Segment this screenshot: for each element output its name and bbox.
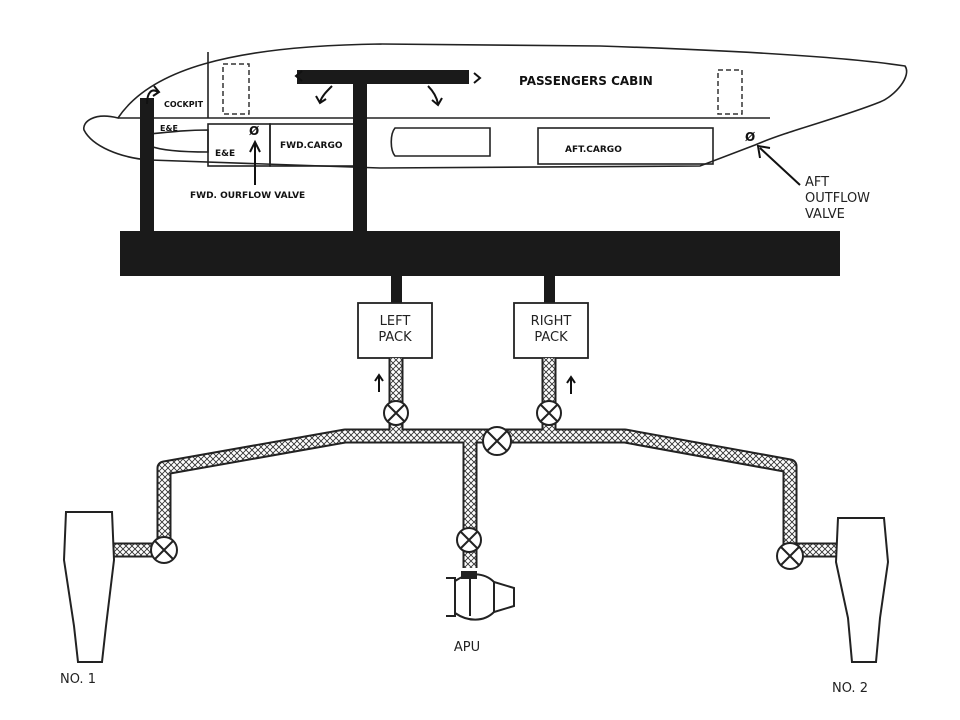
mid-wing-box: [390, 127, 491, 157]
fwd-outflow-arrowhead: [249, 139, 261, 153]
apu-icon: [446, 571, 515, 621]
aft-outflow-label-line-3: VALVE: [805, 207, 845, 222]
ee-upper-label: E&E: [160, 124, 178, 133]
left-pack: LEFT PACK: [357, 302, 433, 359]
aft-door: [717, 69, 743, 115]
right-pack-flow-arrow: [566, 375, 576, 394]
aft-outflow-label-line-2: OUTFLOW: [805, 191, 870, 206]
cabin-flow-arrow-left: [319, 85, 333, 103]
right-pack-valve-icon: [536, 400, 562, 426]
cabin-riser: [353, 84, 367, 232]
overhead-duct: [297, 70, 469, 84]
engine-2-valve-icon: [776, 542, 804, 570]
aft-outflow-valve-icon: Ø: [745, 130, 755, 144]
fwd-cargo-label: FWD.CARGO: [280, 141, 343, 151]
valves: [150, 400, 804, 570]
overhead-end-arrow-right: [473, 72, 482, 84]
ee-lower-label: E&E: [215, 149, 235, 159]
cockpit-riser: [140, 98, 154, 232]
right-pack-label-line-2: PACK: [534, 330, 568, 345]
engine-1-icon: [62, 511, 116, 663]
cockpit-flow-arrowhead: [152, 85, 161, 97]
aft-outflow-arrowhead: [756, 144, 771, 159]
cabin-flow-arrow-right: [427, 85, 439, 105]
engine-1-label: NO. 1: [60, 672, 96, 687]
isolation-valve-icon: [482, 426, 512, 456]
apu-label: APU: [454, 640, 480, 655]
pack-flow-arrows: [374, 373, 576, 394]
fuselage-outline: [83, 43, 908, 169]
fuselage: [83, 43, 908, 169]
fwd-outflow-valve-icon: Ø: [249, 124, 259, 138]
aft-cargo-box: [537, 127, 714, 165]
apu-valve-icon: [456, 527, 482, 553]
overhead-end-arrow-left: [294, 70, 303, 82]
forward-door: [222, 63, 250, 115]
cabin-flow-arrowhead-left: [315, 95, 327, 105]
right-pack-label-line-1: RIGHT: [531, 314, 572, 329]
left-pack-label-line-2: PACK: [378, 330, 412, 345]
cockpit-flow-arrow: [146, 89, 159, 105]
flow-arrows: [146, 70, 801, 186]
ee-bay-box: [207, 123, 271, 167]
aft-cargo-label: AFT.CARGO: [565, 145, 622, 155]
right-pack: RIGHT PACK: [513, 302, 589, 359]
cockpit-label: COCKPIT: [164, 100, 204, 109]
left-pack-valve-icon: [383, 400, 409, 426]
distribution-ducts: [120, 70, 840, 304]
left-pack-flow-arrow: [374, 373, 384, 392]
right-pack-feed: [544, 276, 555, 304]
aft-outflow-label-line-1: AFT: [805, 175, 829, 190]
left-pack-feed: [391, 276, 402, 304]
main-manifold: [120, 231, 840, 276]
ee-bay-forward: [149, 129, 209, 153]
engine-2-icon: [834, 517, 890, 663]
aft-outflow-arrow: [759, 147, 801, 186]
passengers-cabin-label: PASSENGERS CABIN: [519, 74, 653, 88]
aft-outflow-valve-label: AFT OUTFLOW VALVE: [805, 175, 870, 222]
fwd-outflow-valve-label: FWD. OURFLOW VALVE: [190, 191, 305, 201]
engine-2-label: NO. 2: [832, 681, 868, 696]
left-pack-label-line-1: LEFT: [380, 314, 411, 329]
engine-1-valve-icon: [150, 536, 178, 564]
cabin-flow-arrowhead-right: [431, 97, 443, 107]
